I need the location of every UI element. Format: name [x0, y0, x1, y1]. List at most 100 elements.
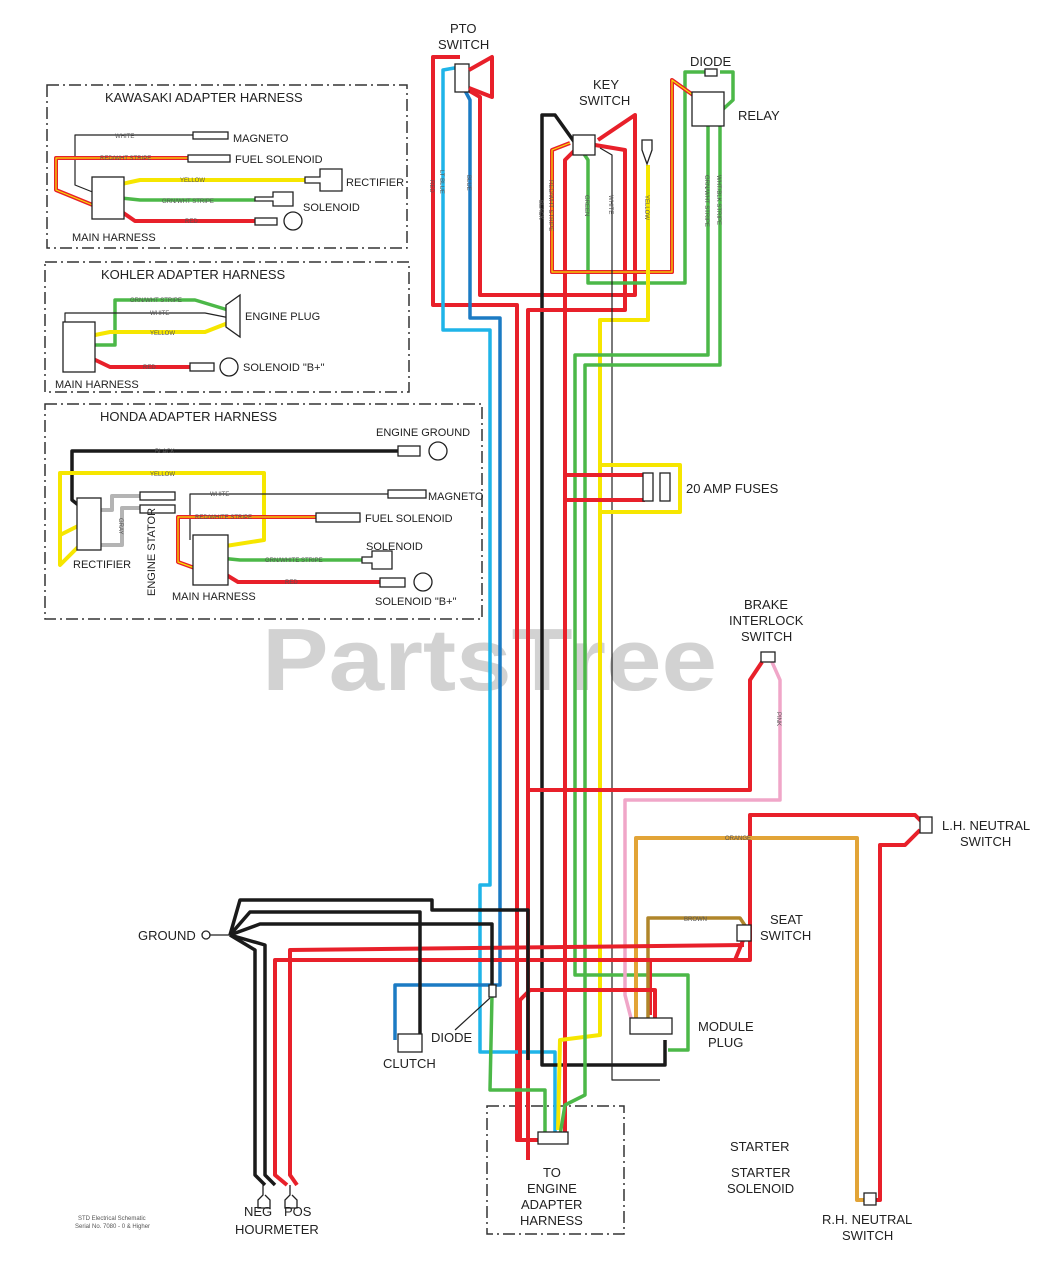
pto-switch: PTO SWITCH	[438, 21, 494, 99]
wire-label: WHT/BLK STRIPE	[715, 175, 721, 225]
wire-label: GREEN	[583, 195, 589, 216]
hourmeter: NEG POS HOURMETER	[235, 1185, 319, 1237]
wire-label: BLACK	[537, 200, 543, 220]
label: MODULE	[698, 1019, 754, 1034]
label: SWITCH	[741, 629, 792, 644]
wire-label: LT BLUE	[438, 170, 444, 194]
clutch: CLUTCH	[383, 1033, 436, 1071]
wire-label: GRN/WHT STRIPE	[162, 199, 214, 205]
footer-caption: STD Electrical Schematic	[78, 1216, 146, 1222]
label: ENGINE	[527, 1181, 577, 1196]
wire-label: BLUE	[465, 175, 471, 191]
label: PLUG	[708, 1035, 743, 1050]
kohler-harness: KOHLER ADAPTER HARNESS GRN/WHT STRIPE WH…	[55, 267, 325, 391]
wire-label: GRN/WHT STRIPE	[703, 175, 709, 227]
label: SWITCH	[438, 37, 489, 52]
wire-label: RED	[285, 580, 298, 586]
label: SWITCH	[960, 834, 1011, 849]
rh-neutral-switch: R.H. NEUTRAL SWITCH	[822, 1192, 912, 1243]
honda-solenoid-b: SOLENOID "B+"	[375, 596, 457, 608]
module-plug: MODULE PLUG	[629, 1017, 754, 1050]
wire-label: GRAY	[117, 518, 123, 535]
honda-rectifier: RECTIFIER	[73, 559, 131, 571]
label: STARTER	[731, 1165, 790, 1180]
label: HOURMETER	[235, 1222, 319, 1237]
label: SEAT	[770, 912, 803, 927]
label: SOLENOID	[727, 1181, 794, 1196]
label: L.H. NEUTRAL	[942, 818, 1030, 833]
fuse-icon	[659, 472, 671, 502]
honda-title: HONDA ADAPTER HARNESS	[100, 409, 277, 424]
label: STARTER	[730, 1139, 789, 1154]
diode-bottom: DIODE	[431, 984, 497, 1045]
diode-icon	[488, 984, 497, 998]
main-wiring	[228, 55, 932, 1202]
ground-icon	[201, 930, 211, 940]
fuse-icon	[642, 472, 654, 502]
wire-label: BROWN	[684, 917, 707, 923]
label: PTO	[450, 21, 477, 36]
kawasaki-fuel-solenoid: FUEL SOLENOID	[235, 154, 323, 166]
label: SWITCH	[579, 93, 630, 108]
label: R.H. NEUTRAL	[822, 1212, 912, 1227]
honda-solenoid: SOLENOID	[366, 541, 423, 553]
lh-neutral-switch: L.H. NEUTRAL SWITCH	[919, 816, 1030, 849]
kawasaki-harness-box	[46, 84, 408, 249]
label: SWITCH	[760, 928, 811, 943]
diode-icon	[704, 68, 718, 77]
honda-engine-ground: ENGINE GROUND	[376, 427, 470, 439]
relay: DIODE RELAY	[690, 54, 780, 127]
kohler-main-harness: MAIN HARNESS	[55, 379, 139, 391]
ground: GROUND	[138, 928, 230, 943]
label: DIODE	[690, 54, 732, 69]
wire-label: RED/WHT STRIPE	[100, 156, 151, 162]
kawasaki-solenoid: SOLENOID	[303, 202, 360, 214]
honda-harness: HONDA ADAPTER HARNESS ENGINE GROUND BLAC…	[58, 409, 484, 608]
label: DIODE	[431, 1030, 473, 1045]
wire-label: WHITE	[607, 195, 613, 214]
footer-serial: Serial No. 7080 - 0 & Higher	[75, 1224, 150, 1230]
honda-engine-stator: ENGINE STATOR	[146, 508, 158, 596]
honda-fuel-solenoid: FUEL SOLENOID	[365, 513, 453, 525]
kawasaki-main-harness: MAIN HARNESS	[72, 232, 156, 244]
label: INTERLOCK	[729, 613, 804, 628]
honda-main-harness: MAIN HARNESS	[172, 591, 256, 603]
wire-label: WHITE	[150, 311, 169, 317]
honda-magneto: MAGNETO	[428, 491, 484, 503]
label: 20 AMP FUSES	[686, 481, 779, 496]
kohler-harness-box	[44, 261, 410, 393]
label: SWITCH	[842, 1228, 893, 1243]
wire-labels: RED LT BLUE BLUE BLACK RED/WHT STRIPE GR…	[428, 170, 781, 923]
label: RELAY	[738, 108, 780, 123]
kohler-title: KOHLER ADAPTER HARNESS	[101, 267, 286, 282]
wire-label: PINK	[775, 712, 781, 726]
wire-label: YELLOW	[150, 472, 175, 478]
wire-label: BLACK	[155, 449, 175, 455]
wire-label: RED	[185, 219, 198, 225]
label: POS	[284, 1204, 312, 1219]
wire-label: WHITE	[115, 134, 134, 140]
fuses: 20 AMP FUSES	[642, 472, 779, 502]
label: BRAKE	[744, 597, 788, 612]
wire-label: YELLOW	[150, 331, 175, 337]
wire-label: GRN/WHT STRIPE	[130, 298, 182, 304]
label: CLUTCH	[383, 1056, 436, 1071]
label: ADAPTER	[521, 1197, 582, 1212]
wire-label: RED	[428, 180, 434, 193]
wire-label: ORANGE	[725, 836, 751, 842]
wire-label: GRN/WHITE STRIPE	[265, 558, 323, 564]
wire-label: YELLOW	[180, 178, 205, 184]
honda-harness-box	[44, 403, 483, 620]
wire-label: RED	[143, 365, 156, 371]
engine-adapter-harness: TO ENGINE ADAPTER HARNESS	[520, 1131, 583, 1228]
key-switch: KEY SWITCH	[572, 77, 653, 166]
seat-switch: SEAT SWITCH	[736, 912, 811, 943]
label: GROUND	[138, 928, 196, 943]
wire-label: WHITE	[210, 492, 229, 498]
label: HARNESS	[520, 1213, 583, 1228]
kawasaki-magneto: MAGNETO	[233, 133, 289, 145]
kawasaki-harness: KAWASAKI ADAPTER HARNESS MAGNETO WHITE F…	[54, 90, 404, 244]
kohler-solenoid-b: SOLENOID "B+"	[243, 362, 325, 374]
wire-label: RED/WHT STRIPE	[547, 180, 553, 231]
